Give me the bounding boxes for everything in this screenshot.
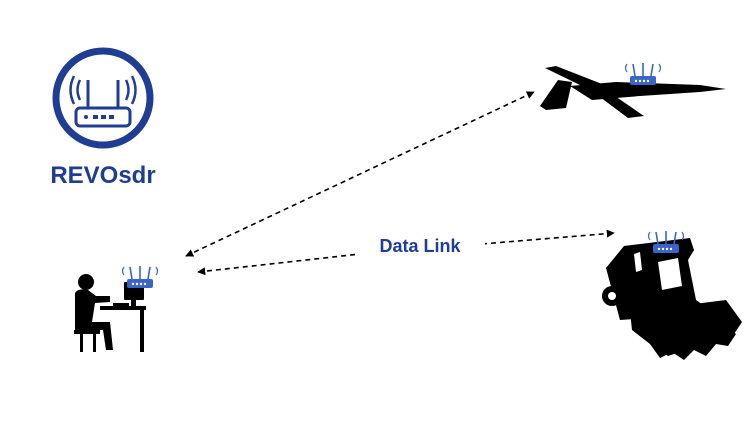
wifi-router-icon (69, 75, 137, 128)
link-arrow-aircraft (185, 91, 535, 257)
brand-logo (52, 47, 154, 149)
combine-harvester-icon (602, 230, 742, 360)
data-link-label: Data Link (355, 236, 485, 257)
fixed-wing-drone-icon (540, 62, 726, 118)
operator-at-computer-icon (74, 265, 159, 352)
link-arrow-harvester-right (481, 229, 615, 245)
link-arrow-harvester-left (197, 253, 361, 276)
brand-name: REVOsdr (50, 162, 156, 189)
